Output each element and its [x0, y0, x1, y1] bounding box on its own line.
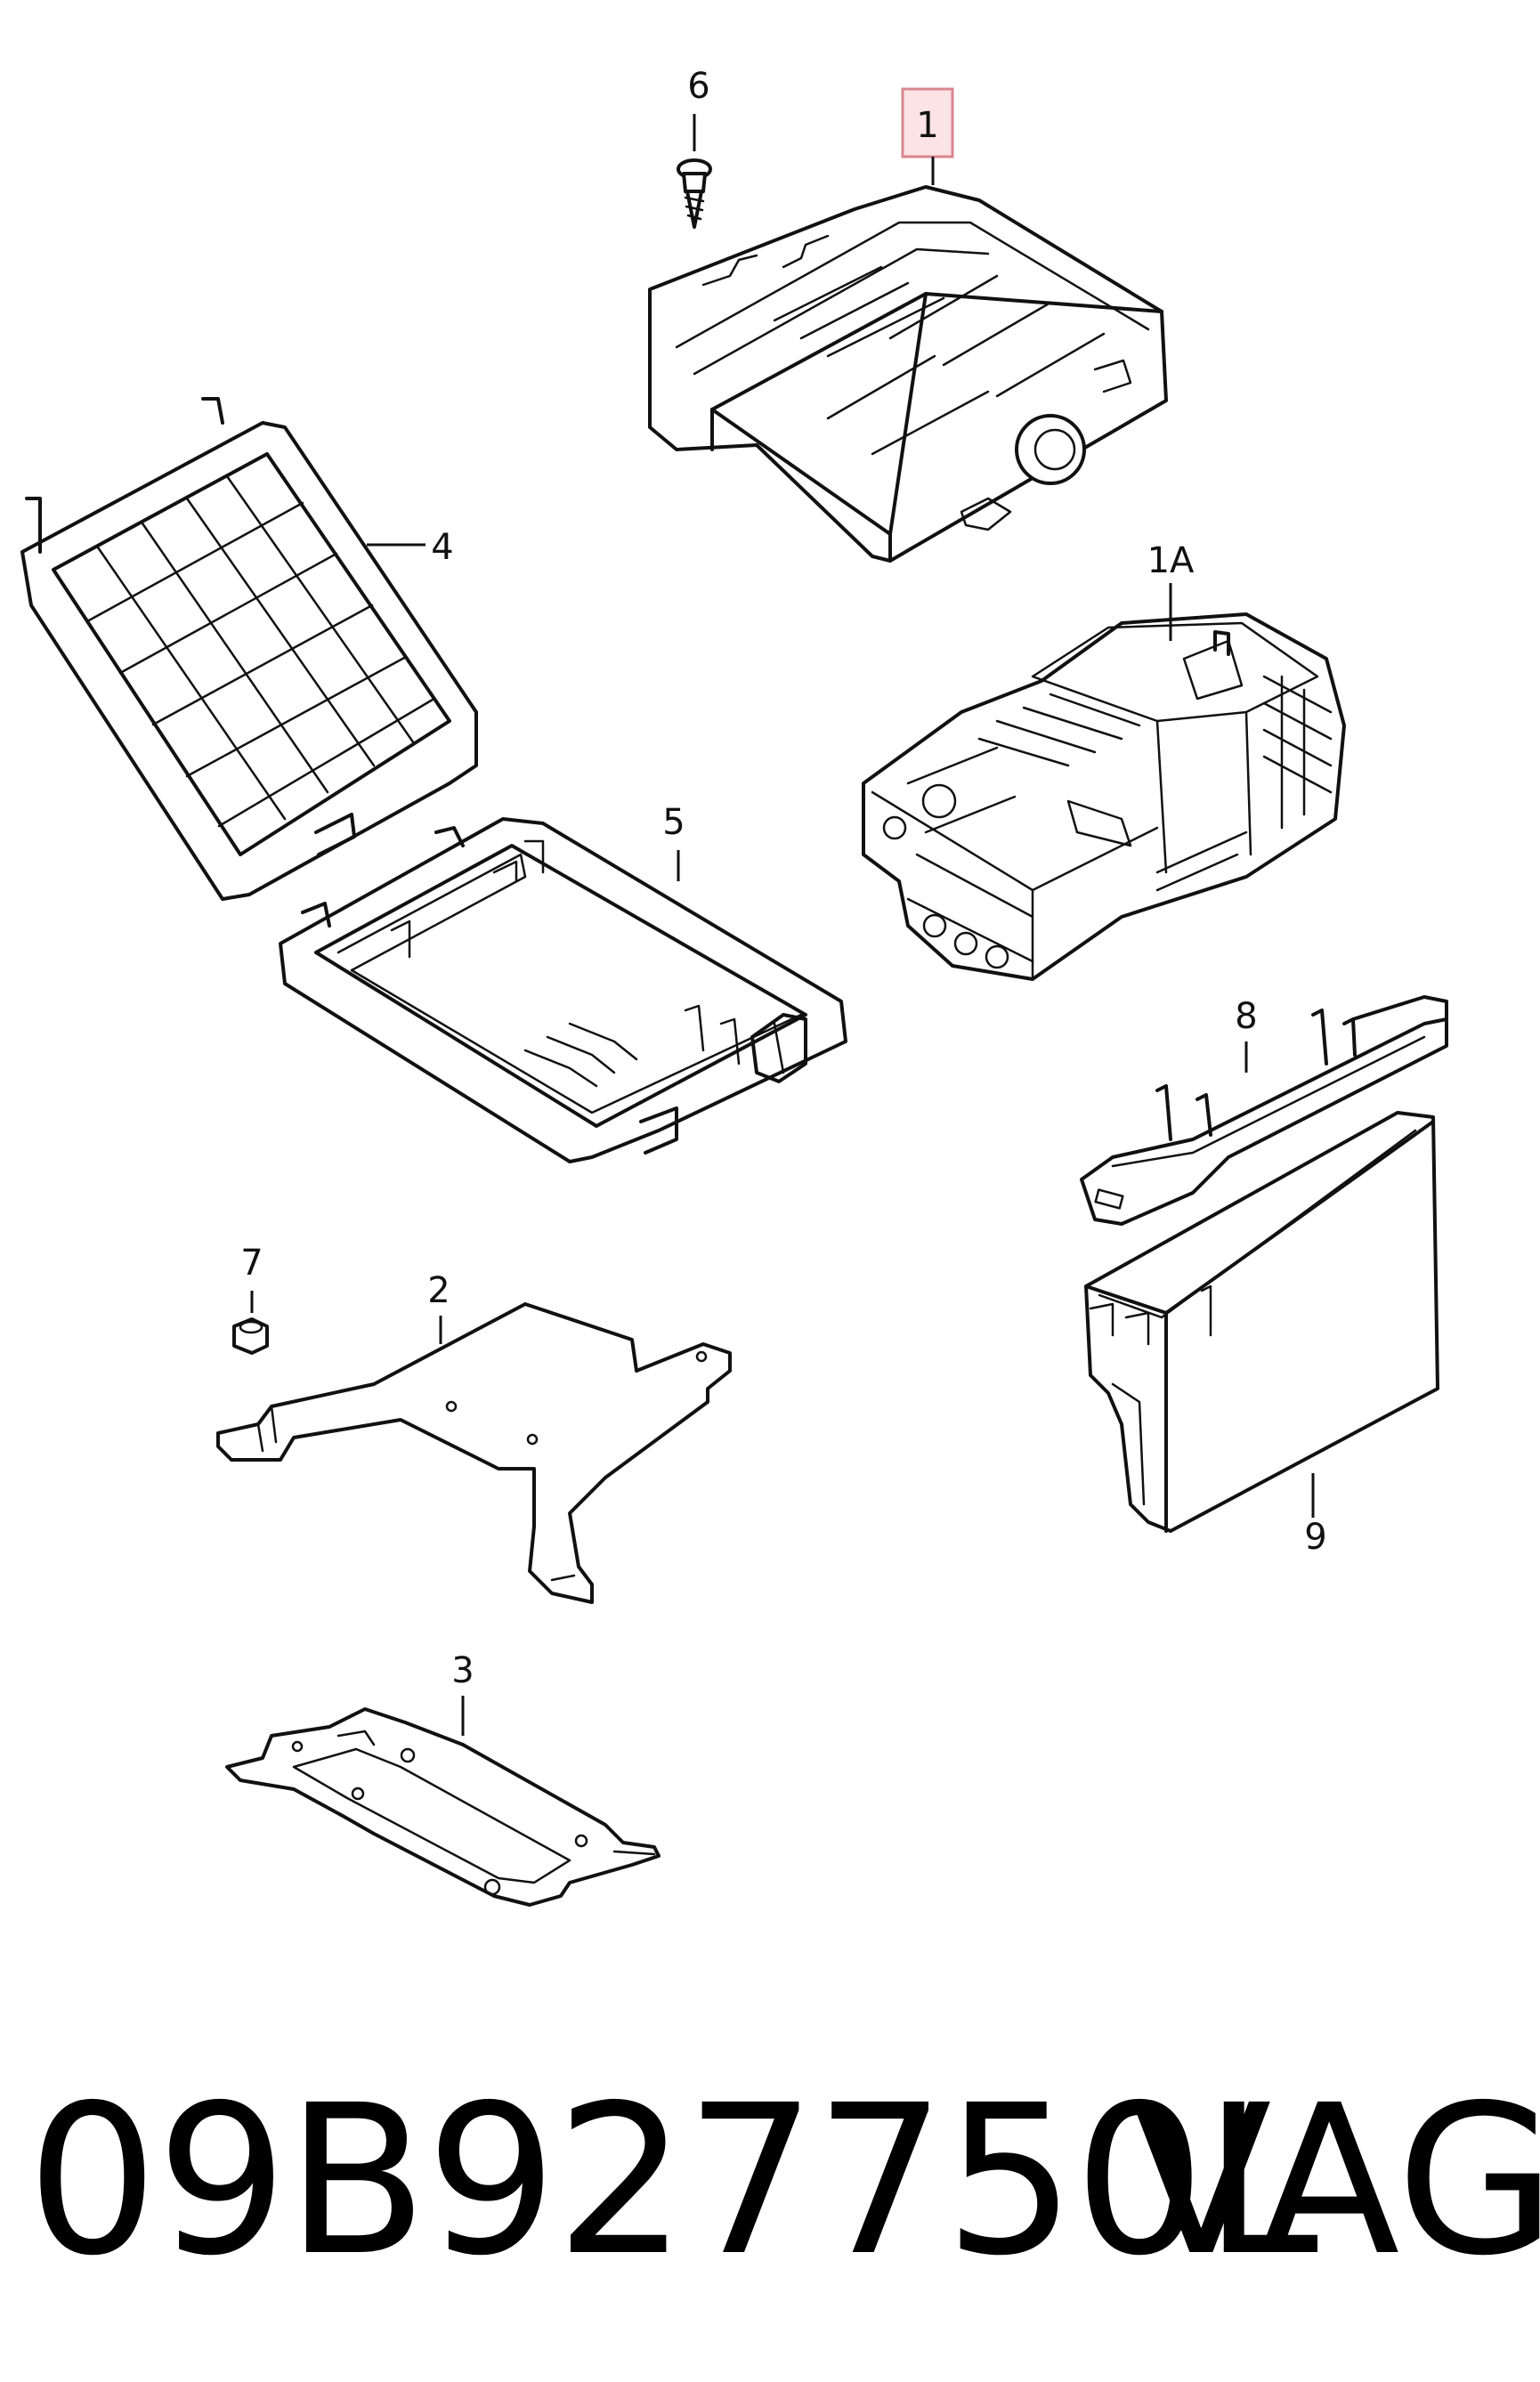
part-5-housing-tray[interactable]: [279, 817, 847, 1163]
part-6-screw[interactable]: [677, 158, 712, 229]
part-2-bracket[interactable]: [216, 1302, 732, 1604]
part-1-control-unit[interactable]: [648, 185, 1168, 563]
callout-6: 6: [687, 66, 710, 151]
part-1a-mechatronic-unit[interactable]: [862, 612, 1346, 981]
callout-1-label: 1: [916, 105, 938, 146]
callout-5: 5: [662, 802, 685, 881]
callout-1-highlight: [901, 87, 954, 158]
part-4-lid[interactable]: [20, 397, 478, 901]
brand-name: VAG: [1131, 2061, 1540, 2301]
callout-4: 4: [367, 527, 454, 568]
callout-6-label: 6: [687, 66, 709, 107]
callout-5-label: 5: [662, 802, 685, 843]
footer: 09B927750L VAG: [27, 2061, 1540, 2301]
callout-3-label: 3: [451, 1650, 474, 1691]
part-number: 09B927750L: [27, 2061, 1318, 2301]
callout-3: 3: [451, 1650, 474, 1736]
part-9-housing-case[interactable]: [1084, 1111, 1439, 1533]
callout-4-label: 4: [431, 527, 453, 568]
callout-7-label: 7: [240, 1243, 263, 1284]
callout-8-label: 8: [1235, 996, 1257, 1037]
part-3-plate[interactable]: [225, 1707, 661, 1907]
callout-7: 7: [240, 1243, 263, 1313]
callout-1[interactable]: 1: [901, 87, 954, 185]
callout-2-label: 2: [427, 1270, 450, 1311]
part-8-cover[interactable]: [1080, 995, 1448, 1226]
callout-1a-label: 1A: [1147, 540, 1195, 581]
callout-2: 2: [427, 1270, 450, 1344]
callout-9-label: 9: [1304, 1517, 1326, 1558]
callout-8: 8: [1235, 996, 1258, 1073]
part-7-nut[interactable]: [232, 1317, 269, 1355]
callout-9: 9: [1304, 1473, 1327, 1558]
callout-1a: 1A: [1147, 540, 1195, 641]
